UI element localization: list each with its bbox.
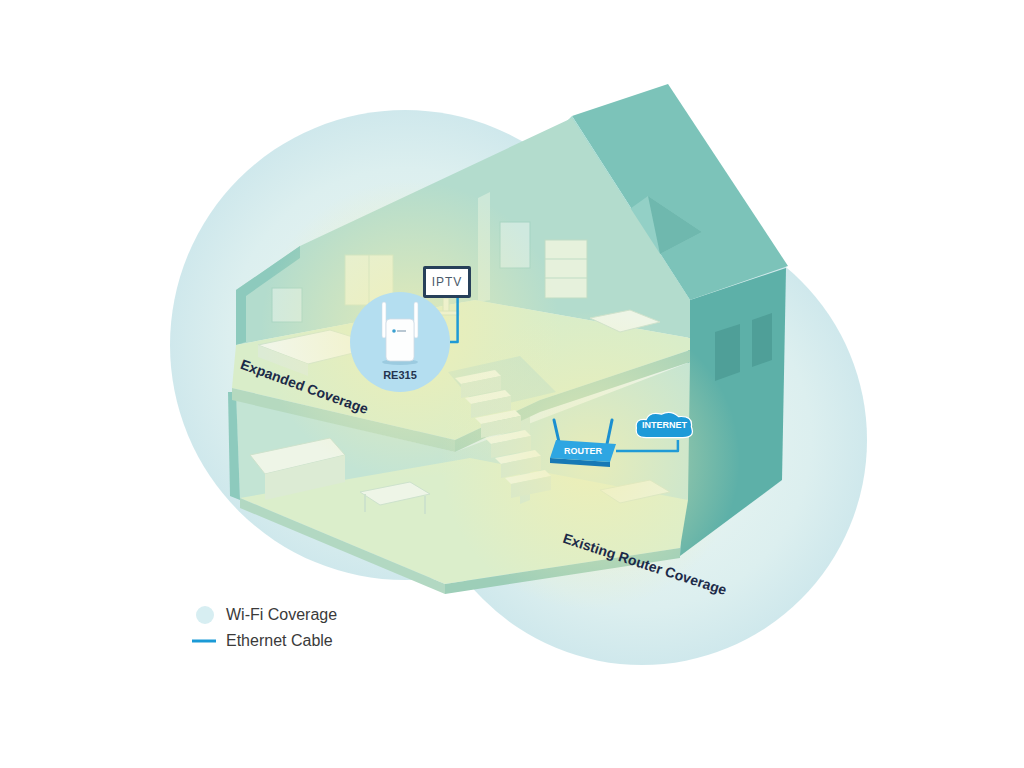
router-shape — [554, 420, 559, 442]
router-box-text: ROUTER — [564, 446, 602, 457]
house-exterior — [752, 313, 772, 367]
router-shape — [550, 440, 616, 462]
legend-text: Ethernet Cable — [226, 631, 333, 650]
signal-glow — [440, 310, 740, 610]
range-extender-icon — [382, 302, 386, 338]
range-extender-icon — [386, 319, 414, 361]
legend-line-sample — [192, 640, 216, 643]
internet-cloud: INTERNET — [634, 410, 695, 440]
range-extender-icon — [414, 302, 418, 338]
house-interior-walls — [545, 259, 587, 260]
tv-screen: IPTV — [423, 266, 471, 298]
ground-floor — [364, 494, 366, 512]
legend-line-sample — [190, 631, 220, 651]
internet-cloud-text: INTERNET — [642, 420, 687, 431]
house-exterior — [715, 324, 740, 381]
ground-floor — [360, 482, 430, 505]
cloud-shape — [636, 412, 692, 437]
ethernet-cable — [616, 440, 678, 451]
extender-badge: RE315 — [350, 292, 450, 392]
ground-floor — [240, 498, 445, 594]
extender-badge-text: RE315 — [383, 369, 417, 382]
router-box: ROUTER — [550, 438, 616, 464]
legend-swatch — [196, 606, 214, 624]
tv-screen-text: IPTV — [432, 275, 463, 289]
coverage-area — [170, 110, 867, 665]
ground-floor — [228, 392, 240, 500]
ground-floor — [265, 455, 345, 500]
house-exterior — [648, 196, 702, 254]
legend-text: Wi-Fi Coverage — [226, 605, 337, 624]
ground-floor — [424, 496, 426, 514]
router-shape — [607, 420, 612, 444]
house-interior-walls — [545, 278, 587, 279]
range-extender-icon — [392, 329, 396, 333]
ethernet-cable — [450, 298, 458, 342]
range-extender-icon — [397, 330, 406, 332]
